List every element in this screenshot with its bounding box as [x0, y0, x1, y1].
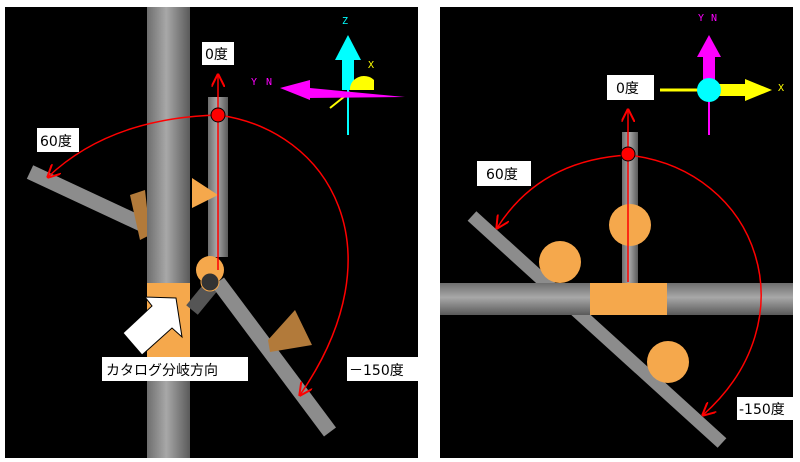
label-0-deg: 0度: [616, 81, 639, 97]
origin-point: [620, 146, 636, 162]
axis-gizmo-left: Z X Y N: [251, 16, 405, 135]
axis-y-label: Y: [698, 13, 704, 24]
right-top-view: Y N X 0度 60度 -150度: [440, 7, 793, 458]
label-minus150-deg: -150度: [739, 402, 785, 418]
axis-x-label: X: [778, 83, 784, 94]
branch-pipe-minus150: [211, 277, 337, 437]
label-minus150-deg: －150度: [349, 363, 404, 379]
arc-60: [497, 154, 629, 228]
label-60-deg: 60度: [486, 167, 518, 183]
axis-n-label: N: [266, 77, 272, 88]
label-box: [347, 357, 418, 381]
origin-point: [210, 107, 226, 123]
label-box: [477, 161, 531, 186]
valve-60: [539, 241, 581, 283]
label-catalog-direction: カタログ分岐方向: [106, 363, 218, 379]
arc-minus150: [217, 114, 349, 395]
label-box: [607, 75, 654, 100]
valve-0: [192, 178, 218, 208]
axis-z-label: Z: [342, 16, 348, 27]
label-60-deg: 60度: [40, 134, 72, 150]
label-box: [737, 397, 793, 420]
arc-60: [48, 114, 219, 177]
label-box: [37, 128, 79, 152]
axis-y-label: Y: [251, 77, 257, 88]
catalog-direction-arrow: [122, 296, 183, 356]
valve-minus150: [268, 310, 312, 352]
axis-x-label: X: [368, 60, 374, 71]
valve-minus150: [647, 341, 689, 383]
label-0-deg: 0度: [205, 47, 228, 63]
branch-pipe-60: [26, 165, 154, 235]
valve-60: [130, 190, 150, 240]
branch-pipe-diagonal: [467, 211, 727, 448]
left-3d-view: Z X Y N 0度 60度 カタログ分岐方向 －150度: [5, 7, 418, 458]
arc-minus150: [627, 154, 762, 415]
valve-0: [609, 204, 651, 246]
axis-n-label: N: [711, 13, 717, 24]
main-pipe-fitting: [590, 283, 667, 315]
tee-opening: [200, 272, 220, 292]
label-box: [202, 42, 234, 65]
main-pipe: [147, 7, 190, 458]
axis-gizmo-right: Y N X: [660, 13, 784, 135]
label-box: [102, 357, 248, 381]
